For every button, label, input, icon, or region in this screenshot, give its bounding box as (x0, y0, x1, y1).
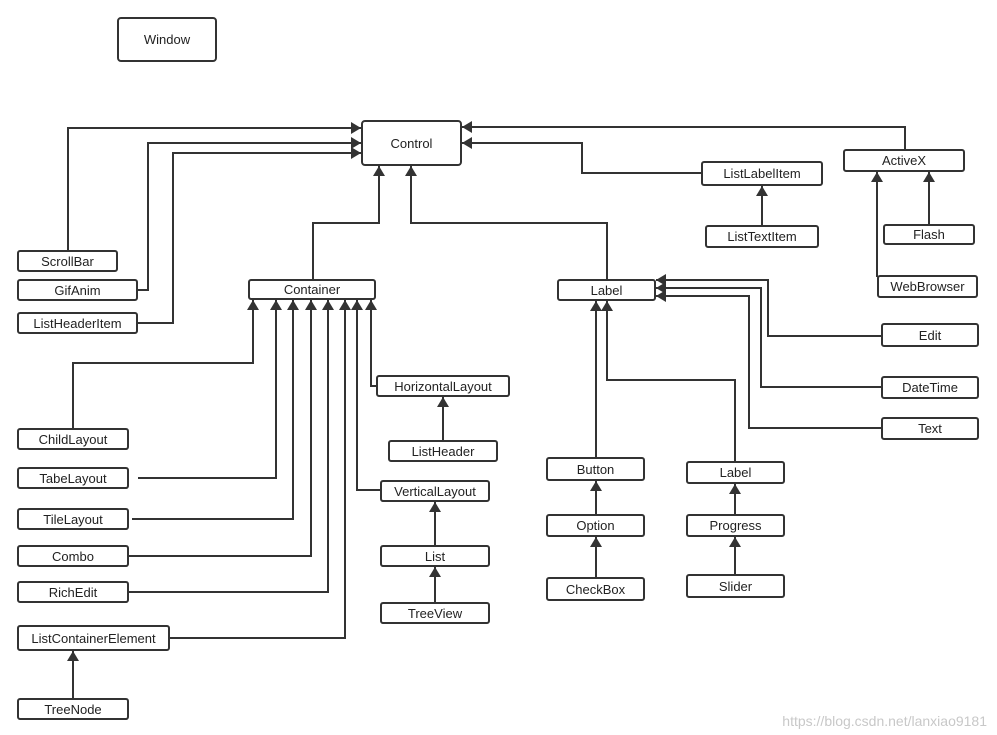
node-gifanim[interactable]: GifAnim (17, 279, 138, 301)
node-text[interactable]: Text (881, 417, 979, 440)
node-tabelayout[interactable]: TabeLayout (17, 467, 129, 489)
edge-tabelayout-container (138, 300, 282, 479)
node-listtextitem[interactable]: ListTextItem (705, 225, 819, 248)
edge-text-label (656, 290, 881, 429)
node-richedit[interactable]: RichEdit (17, 581, 129, 603)
node-option[interactable]: Option (546, 514, 645, 537)
node-listheaderitem[interactable]: ListHeaderItem (17, 312, 138, 334)
node-childlayout[interactable]: ChildLayout (17, 428, 129, 450)
edge-container-control (312, 166, 385, 280)
edge-combo-container (128, 300, 317, 557)
node-webbrowser[interactable]: WebBrowser (877, 275, 978, 298)
node-control[interactable]: Control (361, 120, 462, 166)
node-listlabelitem[interactable]: ListLabelItem (701, 161, 823, 186)
node-edit[interactable]: Edit (881, 323, 979, 347)
edge-verticallayout-container (351, 300, 380, 491)
node-combo[interactable]: Combo (17, 545, 129, 567)
node-tilelayout[interactable]: TileLayout (17, 508, 129, 530)
edge-label2-label (601, 301, 736, 461)
edge-activex-control (462, 121, 906, 149)
node-window[interactable]: Window (117, 17, 217, 62)
edge-scrollbar-control (67, 122, 361, 250)
edge-listcontainerelement-container (170, 300, 351, 639)
node-treeview[interactable]: TreeView (380, 602, 490, 624)
node-progress[interactable]: Progress (686, 514, 785, 537)
node-horizontallayout[interactable]: HorizontalLayout (376, 375, 510, 397)
node-treenode[interactable]: TreeNode (17, 698, 129, 720)
watermark: https://blog.csdn.net/lanxiao9181 (782, 713, 987, 729)
edge-gifanim-control (138, 137, 361, 291)
edge-label-control (405, 166, 608, 280)
node-listheader[interactable]: ListHeader (388, 440, 498, 462)
node-datetime[interactable]: DateTime (881, 376, 979, 399)
node-slider[interactable]: Slider (686, 574, 785, 598)
node-verticallayout[interactable]: VerticalLayout (380, 480, 490, 502)
edge-listheaderitem-control (138, 147, 361, 324)
node-list[interactable]: List (380, 545, 490, 567)
node-container[interactable]: Container (248, 279, 376, 300)
edge-richedit-container (128, 300, 334, 593)
node-listcontainerelement[interactable]: ListContainerElement (17, 625, 170, 651)
node-activex[interactable]: ActiveX (843, 149, 965, 172)
edge-edit-label (656, 274, 881, 337)
node-label[interactable]: Label (557, 279, 656, 301)
edge-horizontallayout-container (365, 300, 377, 387)
edge-tilelayout-container (132, 300, 299, 520)
node-checkbox[interactable]: CheckBox (546, 577, 645, 601)
edge-datetime-label (656, 282, 881, 388)
edge-listlabelitem-control (462, 137, 701, 174)
node-label-2[interactable]: Label (686, 461, 785, 484)
edge-childlayout-container (72, 300, 259, 428)
node-flash[interactable]: Flash (883, 224, 975, 245)
node-button[interactable]: Button (546, 457, 645, 481)
node-scrollbar[interactable]: ScrollBar (17, 250, 118, 272)
